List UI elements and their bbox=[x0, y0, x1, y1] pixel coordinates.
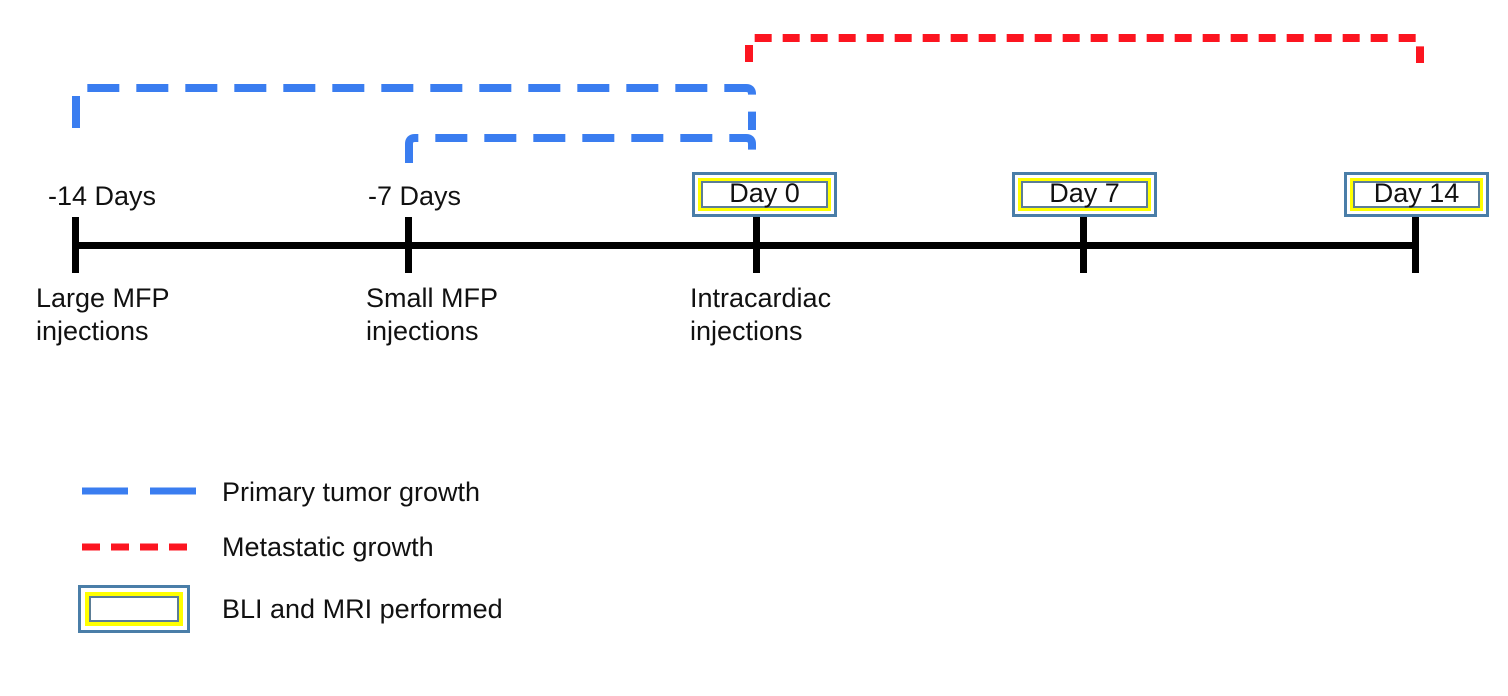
bracket-metastatic bbox=[745, 34, 1424, 63]
imaging-box-band: Day 0 bbox=[698, 178, 831, 211]
tick-caption-small-mfp: Small MFP injections bbox=[366, 283, 499, 346]
tick-caption-large-mfp: Large MFP injections bbox=[36, 283, 170, 346]
imaging-box-label-day0: Day 0 bbox=[729, 178, 800, 208]
imaging-box-inner: Day 0 bbox=[701, 178, 828, 208]
timeline-tick-minus14 bbox=[72, 217, 79, 273]
imaging-box-label-day14: Day 14 bbox=[1373, 178, 1460, 208]
imaging-box-label-day7: Day 7 bbox=[1049, 178, 1120, 208]
legend-swatch-inner bbox=[89, 596, 179, 622]
tick-label-minus7: -7 Days bbox=[368, 181, 462, 211]
timeline-tick-day14 bbox=[1412, 217, 1419, 273]
legend-label-imaging: BLI and MRI performed bbox=[222, 594, 503, 624]
imaging-box-day14[interactable]: Day 14 bbox=[1344, 172, 1489, 217]
legend-swatch-imaging bbox=[78, 585, 190, 633]
tick-caption-intracardiac: Intracardiac injections bbox=[690, 283, 832, 346]
timeline-tick-minus7 bbox=[405, 217, 412, 273]
tick-label-minus14: -14 Days bbox=[48, 181, 157, 211]
legend-swatch-band bbox=[85, 592, 183, 626]
imaging-box-band: Day 7 bbox=[1018, 178, 1151, 211]
imaging-box-inner: Day 14 bbox=[1353, 178, 1480, 208]
bracket-primary-large-mfp bbox=[72, 84, 756, 130]
imaging-box-day7[interactable]: Day 7 bbox=[1012, 172, 1157, 217]
bracket-primary-small-mfp bbox=[405, 134, 756, 164]
legend-label-metastatic: Metastatic growth bbox=[222, 532, 434, 562]
legend-label-primary: Primary tumor growth bbox=[222, 477, 481, 507]
timeline-axis bbox=[72, 242, 1413, 249]
imaging-box-day0[interactable]: Day 0 bbox=[692, 172, 837, 217]
imaging-box-band: Day 14 bbox=[1350, 178, 1483, 211]
timeline-tick-day0 bbox=[753, 217, 760, 273]
imaging-box-inner: Day 7 bbox=[1021, 178, 1148, 208]
timeline-tick-day7 bbox=[1080, 217, 1087, 273]
